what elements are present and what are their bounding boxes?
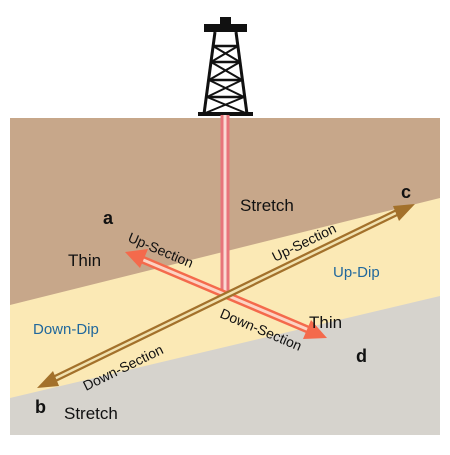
down-dip-label: Down-Dip: [33, 321, 99, 338]
thin-label-right: Thin: [309, 313, 342, 332]
up-dip-label: Up-Dip: [333, 264, 380, 281]
arrowhead-c: [393, 204, 415, 221]
stretch-label-top: Stretch: [240, 196, 294, 215]
point-b-label: b: [35, 397, 46, 417]
drilling-rig-icon: [198, 17, 253, 116]
point-a-label: a: [103, 208, 114, 228]
arrowhead-d: [303, 320, 327, 339]
point-d-label: d: [356, 346, 367, 366]
stretch-label-bottom: Stretch: [64, 404, 118, 423]
thin-label-left: Thin: [68, 251, 101, 270]
lower-rock-layer: [10, 296, 440, 435]
section-arrow: [37, 204, 415, 388]
arrowhead-b: [37, 371, 59, 388]
point-c-label: c: [401, 182, 411, 202]
arrowhead-a: [125, 249, 148, 268]
